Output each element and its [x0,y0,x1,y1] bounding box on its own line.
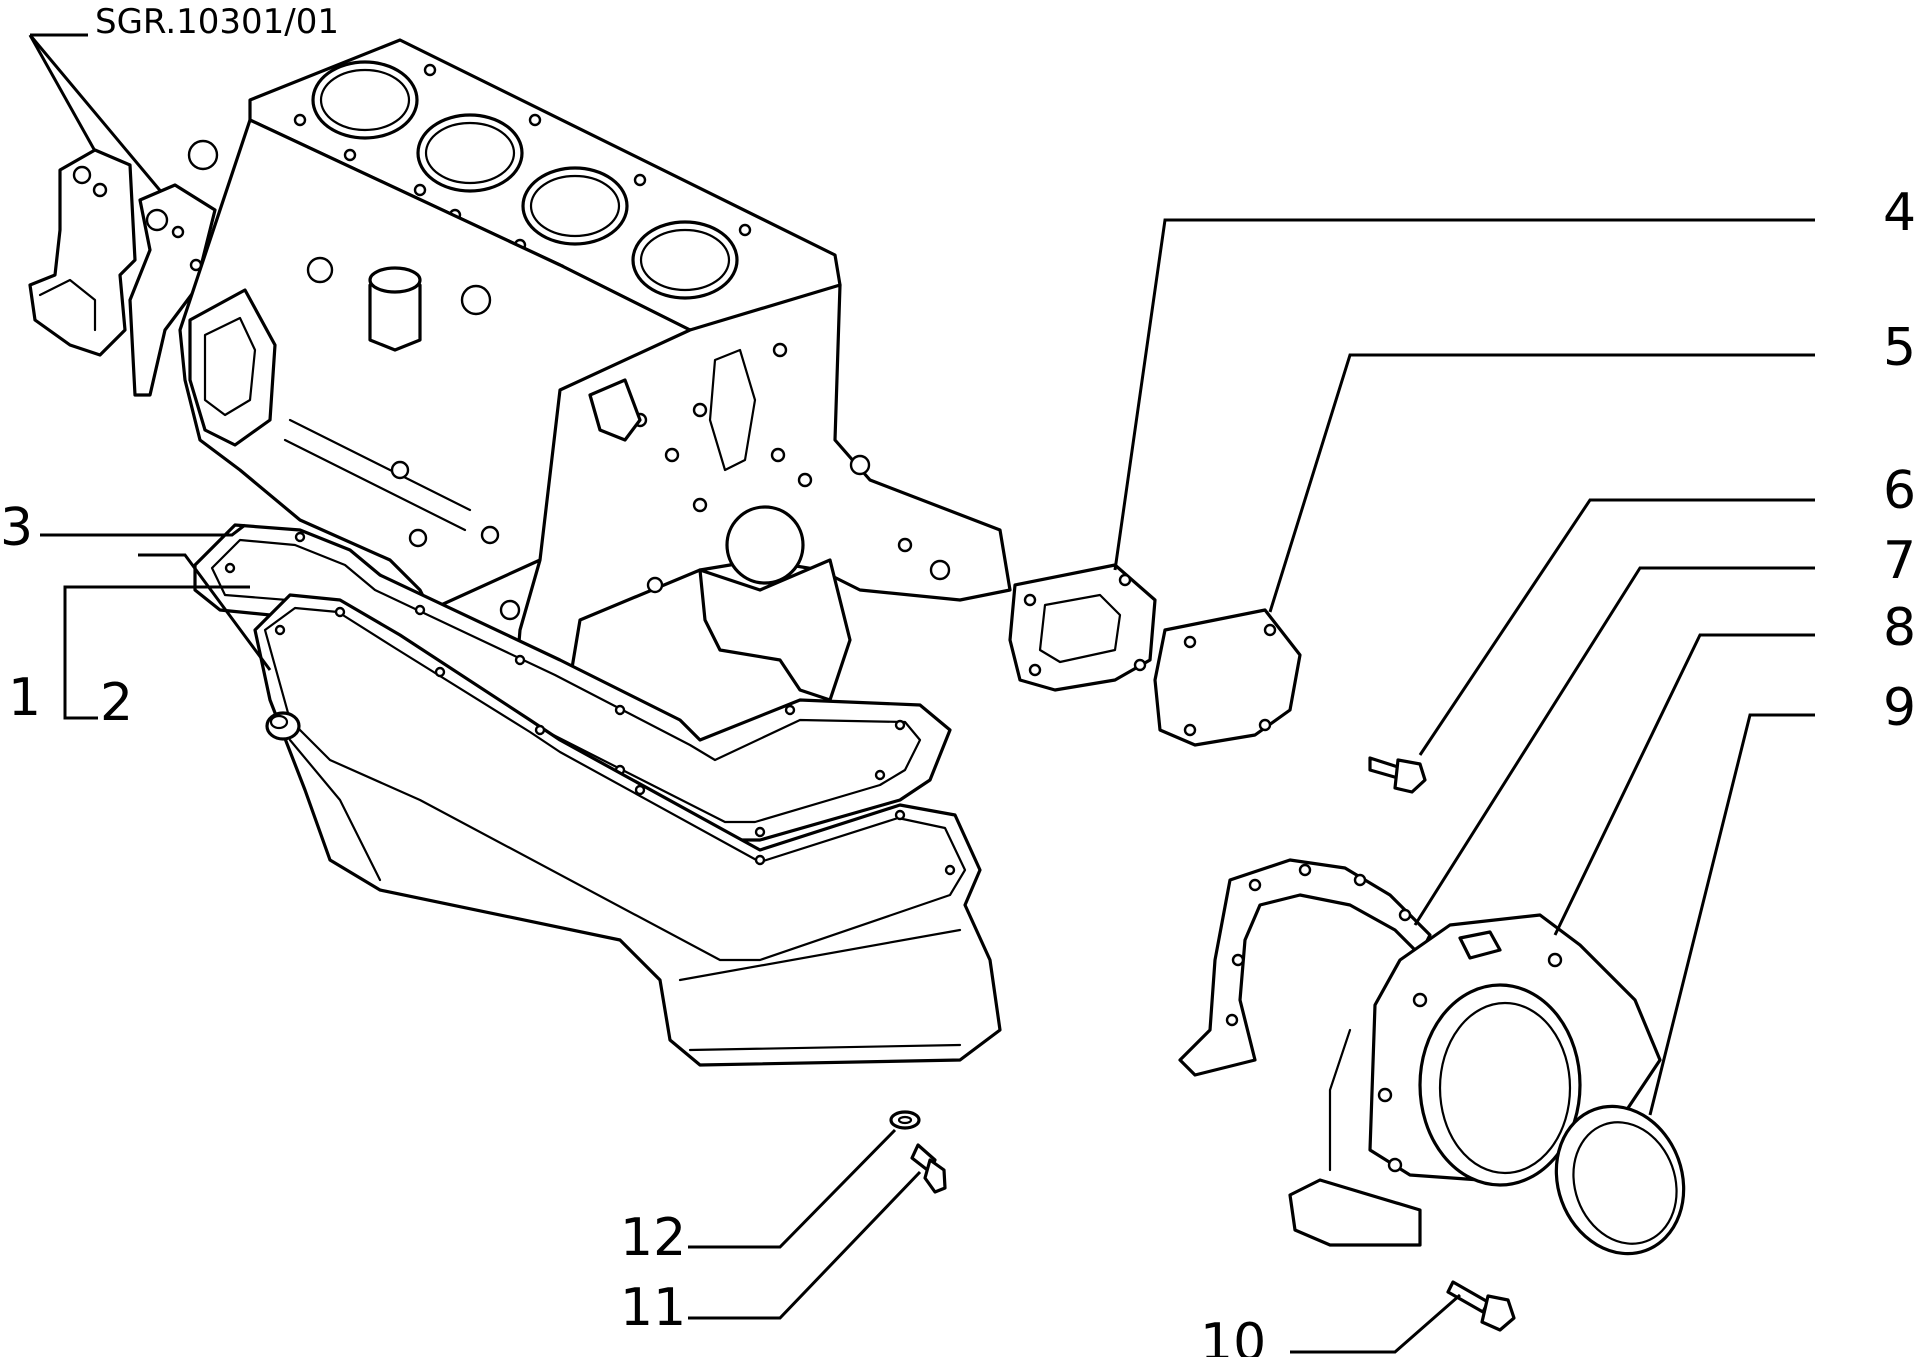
label-11: 11 [620,1278,686,1338]
label-2: 2 [100,673,133,733]
bolt-6 [1368,756,1427,794]
label-6: 6 [1883,461,1914,521]
oil-seal-9 [1554,1104,1686,1256]
cover-plate-5 [1153,608,1302,747]
label-8: 8 [1883,598,1914,658]
screw-11 [910,1143,947,1194]
engine-block [178,38,1012,722]
label-10: 10 [1200,1313,1266,1357]
label-3: 3 [0,498,33,558]
label-7: 7 [1883,531,1914,591]
reference-code: SGR.10301/01 [95,2,339,42]
bolt-10 [1446,1280,1516,1332]
washer-12 [889,1110,921,1130]
leader-lines [40,218,1815,1354]
label-4: 4 [1883,183,1914,243]
label-12: 12 [620,1208,686,1268]
reference-leader-lines [28,33,170,201]
cover-gasket-4 [1008,563,1157,692]
drain-plug [265,711,301,741]
oil-pan [253,593,1002,1067]
callout-labels: 3 1 2 4 5 6 7 8 9 10 11 12 [0,183,1914,1357]
seal-gasket-7 [1178,858,1432,1077]
label-1: 1 [8,668,41,728]
label-9: 9 [1883,678,1914,738]
label-5: 5 [1883,318,1914,378]
